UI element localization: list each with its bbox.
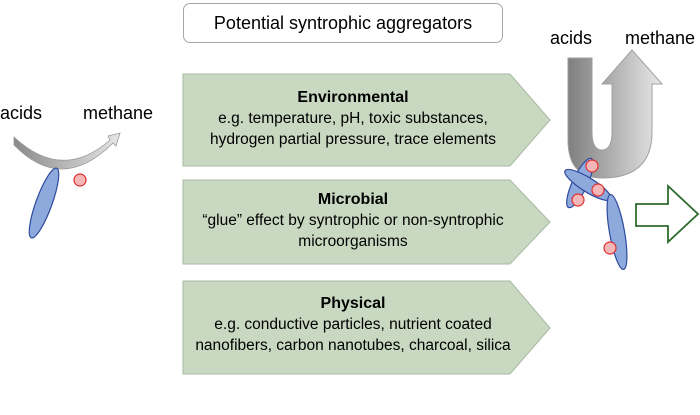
left-partner-cell: [73, 173, 87, 187]
aggregate-partner-cell: [571, 193, 585, 207]
right-methane-label: methane: [625, 28, 696, 48]
chevron-microbial: [182, 179, 551, 265]
left-conversion-arrow: [13, 132, 121, 170]
factor-environmental: Environmental e.g. temperature, pH, toxi…: [183, 87, 523, 150]
right-conversion-arrow: [567, 49, 664, 179]
chevron-environmental: [182, 73, 551, 167]
factor-line: microorganisms: [298, 233, 408, 250]
factor-line: e.g. temperature, pH, toxic substances,: [218, 110, 488, 127]
factor-physical: Physical e.g. conductive particles, nutr…: [183, 293, 523, 356]
chevron-physical: [182, 280, 551, 375]
outcome-arrow: [635, 183, 700, 245]
right-acids-label: acids: [550, 28, 593, 48]
aggregate-partner-cell: [591, 183, 605, 197]
aggregate-partner-cell: [585, 159, 599, 173]
aggregate-rod: [606, 193, 628, 271]
aggregate-cluster: [564, 157, 628, 271]
factor-line: “glue” effect by syntrophic or non-syntr…: [202, 212, 504, 229]
title-box: Potential syntrophic aggregators: [183, 3, 503, 43]
factor-line: e.g. conductive particles, nutrient coat…: [214, 316, 492, 333]
factor-heading: Physical: [320, 295, 386, 312]
factor-line: hydrogen partial pressure, trace element…: [209, 131, 497, 148]
factor-microbial: Microbial “glue” effect by syntrophic or…: [183, 189, 523, 252]
aggregate-partner-cell: [603, 241, 617, 255]
factor-line: nanofibers, carbon nanotubes, charcoal, …: [195, 337, 511, 354]
left-microbe-rod: [28, 167, 60, 239]
left-methane-label: methane: [83, 103, 154, 123]
factor-heading: Environmental: [297, 89, 409, 106]
left-acids-label: acids: [0, 103, 43, 123]
factor-heading: Microbial: [317, 191, 389, 208]
diagram-title: Potential syntrophic aggregators: [213, 12, 473, 33]
